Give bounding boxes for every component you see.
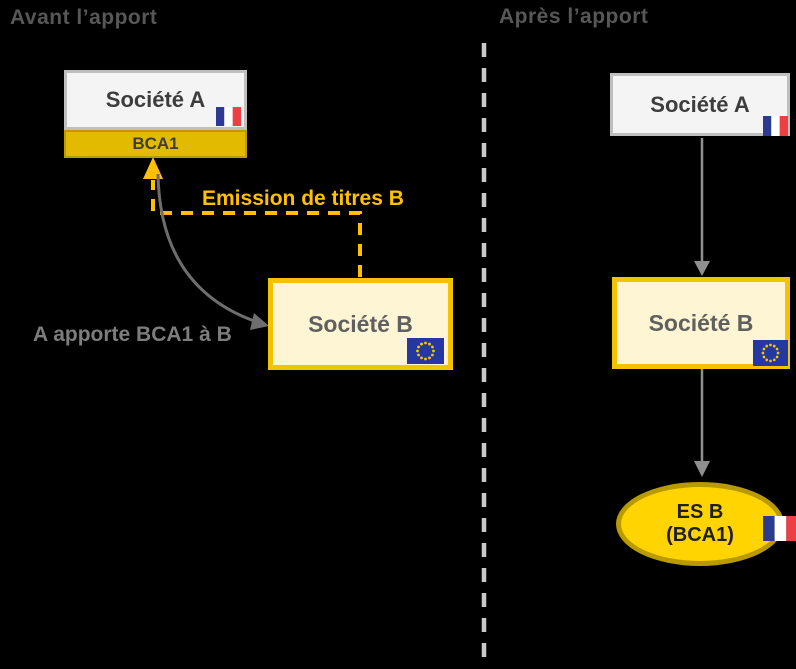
emission-arrowhead-icon — [143, 157, 163, 179]
societe-a-box-before: Société A — [64, 70, 247, 130]
societe-a-label: Société A — [105, 87, 206, 112]
bca1-bar: BCA1 — [64, 130, 247, 158]
es-b-ellipse: ES B (BCA1) — [616, 482, 796, 566]
eu-flag-icon — [407, 338, 444, 364]
societe-b-box-before: Société B — [268, 278, 453, 370]
apport-arrowhead-icon — [250, 313, 269, 330]
france-flag-icon — [763, 516, 796, 541]
societe-a-label: Société A — [650, 91, 750, 117]
apport-label: A apporte BCA1 à B — [33, 323, 232, 346]
before-title: Avant l’apport — [10, 6, 158, 29]
france-flag-icon — [763, 116, 788, 136]
arrow-b-to-esb-head-icon — [694, 461, 710, 477]
bca1-label: BCA1 — [132, 134, 179, 153]
es-b-line2: (BCA1) — [666, 524, 734, 546]
emission-dashed-path — [151, 180, 362, 277]
societe-b-label: Société B — [308, 310, 413, 337]
societe-b-label: Société B — [648, 309, 754, 336]
france-flag-icon — [216, 107, 241, 126]
apport-curve-arrow — [156, 173, 261, 325]
arrow-a-to-b-head-icon — [694, 261, 710, 276]
emission-label: Emission de titres B — [202, 187, 404, 210]
es-b-line1: ES B — [676, 501, 724, 523]
societe-b-box-after: Société B — [612, 277, 790, 369]
societe-a-box-after: Société A — [610, 73, 790, 136]
eu-flag-icon — [753, 340, 788, 366]
after-title: Après l’apport — [499, 5, 649, 28]
